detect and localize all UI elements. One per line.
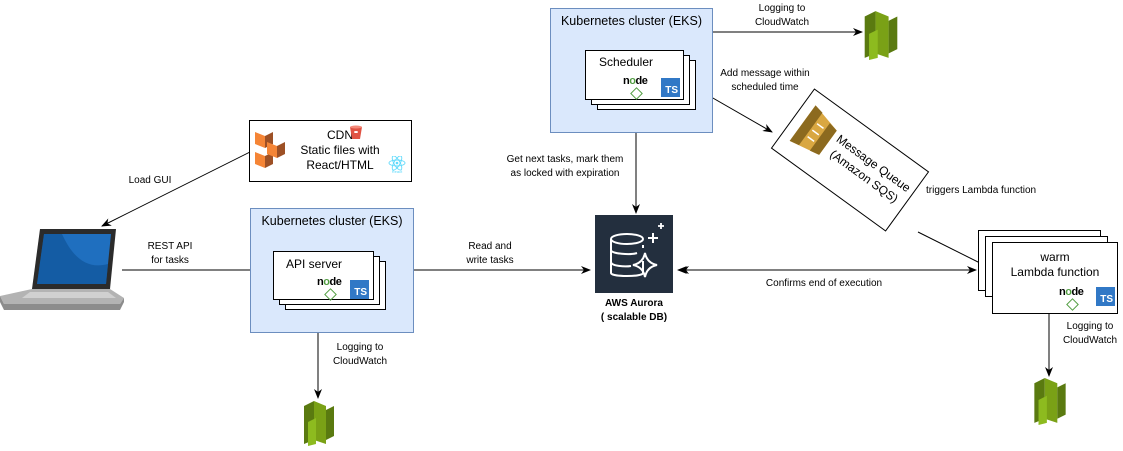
cdn-box: CDN Static files with React/HTML React: [249, 120, 412, 182]
laptop-icon: [0, 229, 124, 310]
cdn-line1: Static files with: [300, 143, 380, 157]
cdn-line2: React/HTML: [306, 158, 374, 172]
sqs-icon: [789, 105, 837, 155]
nodejs-icon: node: [1059, 286, 1084, 298]
arrow-cdn-to-laptop: [101, 147, 259, 227]
api-server-card: API server node TS: [273, 251, 374, 301]
aurora-icon: [595, 215, 673, 293]
aurora-line1: AWS Aurora: [605, 298, 663, 309]
top-logging-line2: CloudWatch: [754, 17, 810, 28]
nodejs-sub-icon: [1066, 298, 1079, 311]
read-write-line1: Read and: [468, 241, 512, 252]
lambda-logging-line2: CloudWatch: [1062, 335, 1118, 346]
cloudwatch-icon-scheduler: [864, 11, 898, 60]
cloudwatch-icon-api: [302, 401, 336, 446]
api-server-label: API server: [285, 257, 342, 271]
cdn-title: CDN: [327, 128, 353, 142]
scheduler-card: Scheduler node TS: [585, 50, 684, 100]
api-logging-line2: CloudWatch: [332, 356, 388, 367]
nodejs-sub-icon: [630, 87, 643, 100]
top-logging-line1: Logging to: [758, 3, 806, 14]
aurora-line2: ( scalable DB): [600, 312, 668, 323]
get-next-line2: as locked with expiration: [510, 168, 620, 179]
rest-api-line1: REST API: [147, 241, 193, 252]
nodejs-sub-icon: [324, 288, 337, 301]
scheduler-cluster-title: Kubernetes cluster (EKS): [560, 14, 703, 28]
api-logging-line1: Logging to: [336, 342, 384, 353]
add-message-line1: Add message within: [720, 68, 810, 79]
s3-bucket-icon: [350, 125, 362, 139]
typescript-icon: TS: [661, 78, 680, 97]
read-write-line2: write tasks: [466, 255, 514, 266]
react-caption: React: [391, 169, 403, 174]
scheduler-label: Scheduler: [598, 55, 654, 69]
message-queue-box: Message Queue (Amazon SQS): [770, 88, 930, 232]
rest-api-line2: for tasks: [151, 255, 189, 266]
nodejs-icon: node: [623, 75, 648, 87]
typescript-icon: TS: [350, 280, 369, 299]
lambda-line1: warm: [1040, 250, 1070, 264]
nodejs-icon: node: [317, 276, 342, 288]
aws-cloudfront-icon: [255, 132, 285, 168]
cloudwatch-icon-lambda: [1034, 378, 1066, 425]
lambda-line2: Lambda function: [1010, 265, 1100, 279]
typescript-icon: TS: [1096, 287, 1115, 306]
lambda-card: warm Lambda function node TS: [992, 242, 1118, 314]
react-icon: [388, 156, 406, 171]
lambda-logging-line1: Logging to: [1066, 321, 1114, 332]
triggers-label: triggers Lambda function: [926, 185, 1037, 196]
get-next-line1: Get next tasks, mark them: [506, 154, 624, 165]
api-cluster-title: Kubernetes cluster (EKS): [261, 214, 403, 228]
load-gui-label: Load GUI: [128, 175, 172, 186]
confirms-label: Confirms end of execution: [765, 278, 883, 289]
add-message-line2: scheduled time: [731, 82, 799, 93]
database-sparkle-icon: [610, 223, 664, 278]
